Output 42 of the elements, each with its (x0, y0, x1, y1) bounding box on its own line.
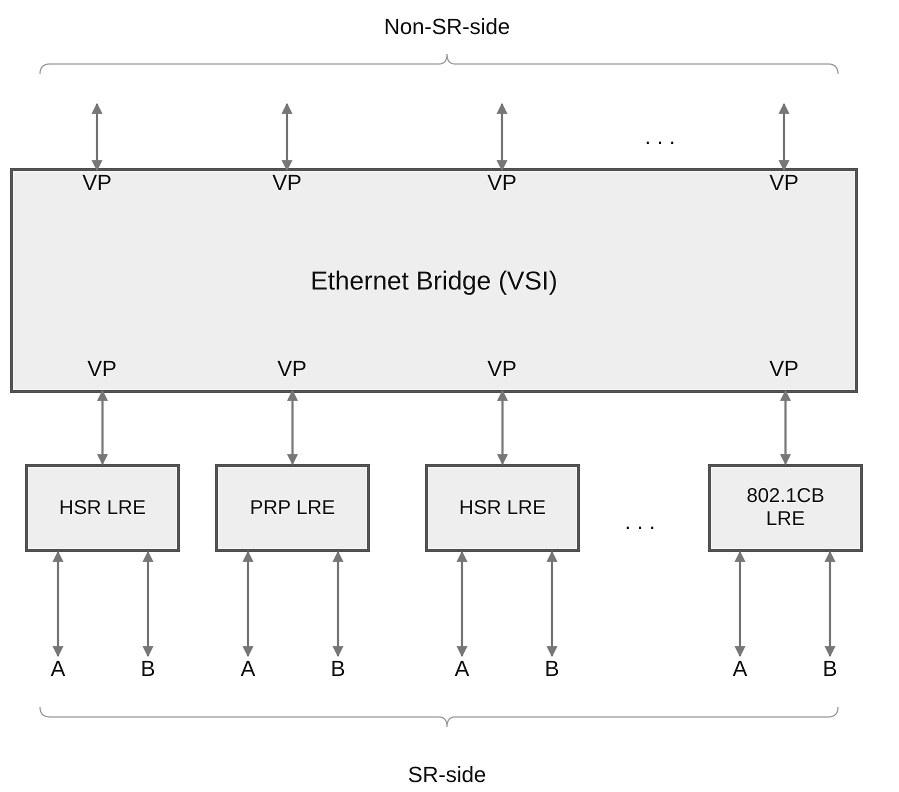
double-arrow (456, 550, 468, 658)
double-arrow (92, 102, 102, 172)
double-arrow (282, 102, 292, 172)
double-arrow (546, 550, 558, 658)
port-label: VP (262, 170, 312, 196)
port-label: B (540, 656, 564, 682)
port-label: A (450, 656, 474, 682)
port-label: B (326, 656, 350, 682)
double-arrow (496, 102, 508, 172)
lre-box: PRP LRE (215, 464, 370, 552)
port-label: B (818, 656, 842, 682)
bridge-title: Ethernet Bridge (VSI) (310, 265, 558, 296)
port-label: VP (267, 356, 317, 391)
double-arrow (52, 550, 64, 658)
double-arrow (497, 390, 508, 466)
double-arrow (332, 550, 344, 658)
double-arrow (734, 550, 746, 658)
ellipsis: . . . (624, 509, 656, 535)
port-label: VP (477, 170, 527, 196)
double-arrow (780, 390, 791, 466)
port-label: B (136, 656, 160, 682)
lre-box: HSR LRE (425, 464, 580, 552)
port-label: VP (759, 170, 809, 196)
port-label: A (236, 656, 260, 682)
double-arrow (242, 550, 254, 658)
ellipsis: . . . (644, 124, 676, 150)
lre-box: HSR LRE (25, 464, 180, 552)
side-label: Non-SR-side (384, 14, 510, 40)
double-arrow (778, 102, 790, 172)
side-label: SR-side (408, 762, 486, 788)
bridge-box (10, 168, 858, 393)
lre-box: 802.1CB LRE (708, 464, 863, 552)
double-arrow (287, 390, 298, 466)
port-label: VP (72, 170, 122, 196)
double-arrow (824, 550, 836, 658)
double-arrow (142, 550, 154, 658)
port-label: A (46, 656, 70, 682)
port-label: A (728, 656, 752, 682)
port-label: VP (77, 356, 127, 391)
port-label: VP (477, 356, 527, 391)
port-label: VP (759, 356, 809, 391)
double-arrow (97, 390, 108, 466)
